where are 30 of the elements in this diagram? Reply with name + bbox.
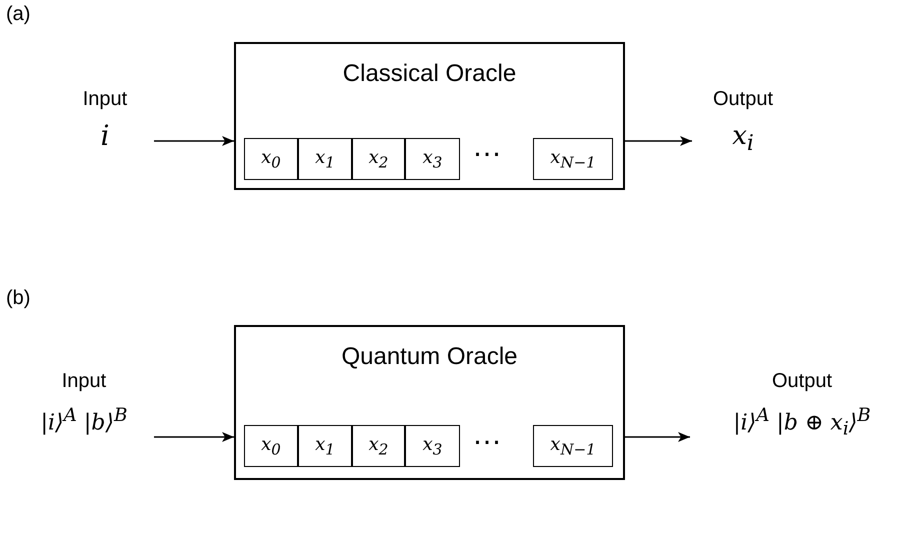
io-label: Input (82, 88, 128, 111)
memory-cell: x$_{0}$ (244, 425, 298, 467)
math-expression: |i⟩$^{A}$ |b ⊕ x$_{i}$⟩$^{B}$ (733, 405, 871, 440)
ellipsis: … (472, 132, 502, 162)
memory-cell: x$_{2}$ (352, 425, 405, 467)
arrow (154, 136, 234, 146)
math-expression: i (100, 119, 110, 152)
memory-cell: x$_{N−1}$ (533, 138, 613, 180)
arrow (154, 432, 234, 442)
memory-cell: x$_{1}$ (298, 425, 352, 467)
ellipsis: … (472, 420, 502, 450)
memory-cell: x$_{1}$ (298, 138, 352, 180)
memory-cell: x$_{0}$ (244, 138, 298, 180)
arrow (625, 432, 690, 442)
oracle-box (234, 325, 625, 480)
oracle-box (234, 42, 625, 190)
arrow (625, 136, 692, 146)
math-expression: x$_{i}$ (732, 121, 754, 156)
io-label: Input (62, 370, 106, 393)
math-expression: |i⟩$^{A}$ |b⟩$^{B}$ (40, 405, 128, 436)
memory-cell: x$_{3}$ (405, 425, 460, 467)
oracle-title: Classical Oracle (342, 60, 518, 88)
panel-label: (b) (6, 288, 30, 308)
panel-label: (a) (6, 4, 30, 24)
memory-cell: x$_{N−1}$ (533, 425, 613, 467)
oracle-title: Quantum Oracle (340, 343, 519, 371)
io-label: Output (772, 370, 832, 393)
memory-cell: x$_{3}$ (405, 138, 460, 180)
io-label: Output (712, 88, 774, 111)
memory-cell: x$_{2}$ (352, 138, 405, 180)
